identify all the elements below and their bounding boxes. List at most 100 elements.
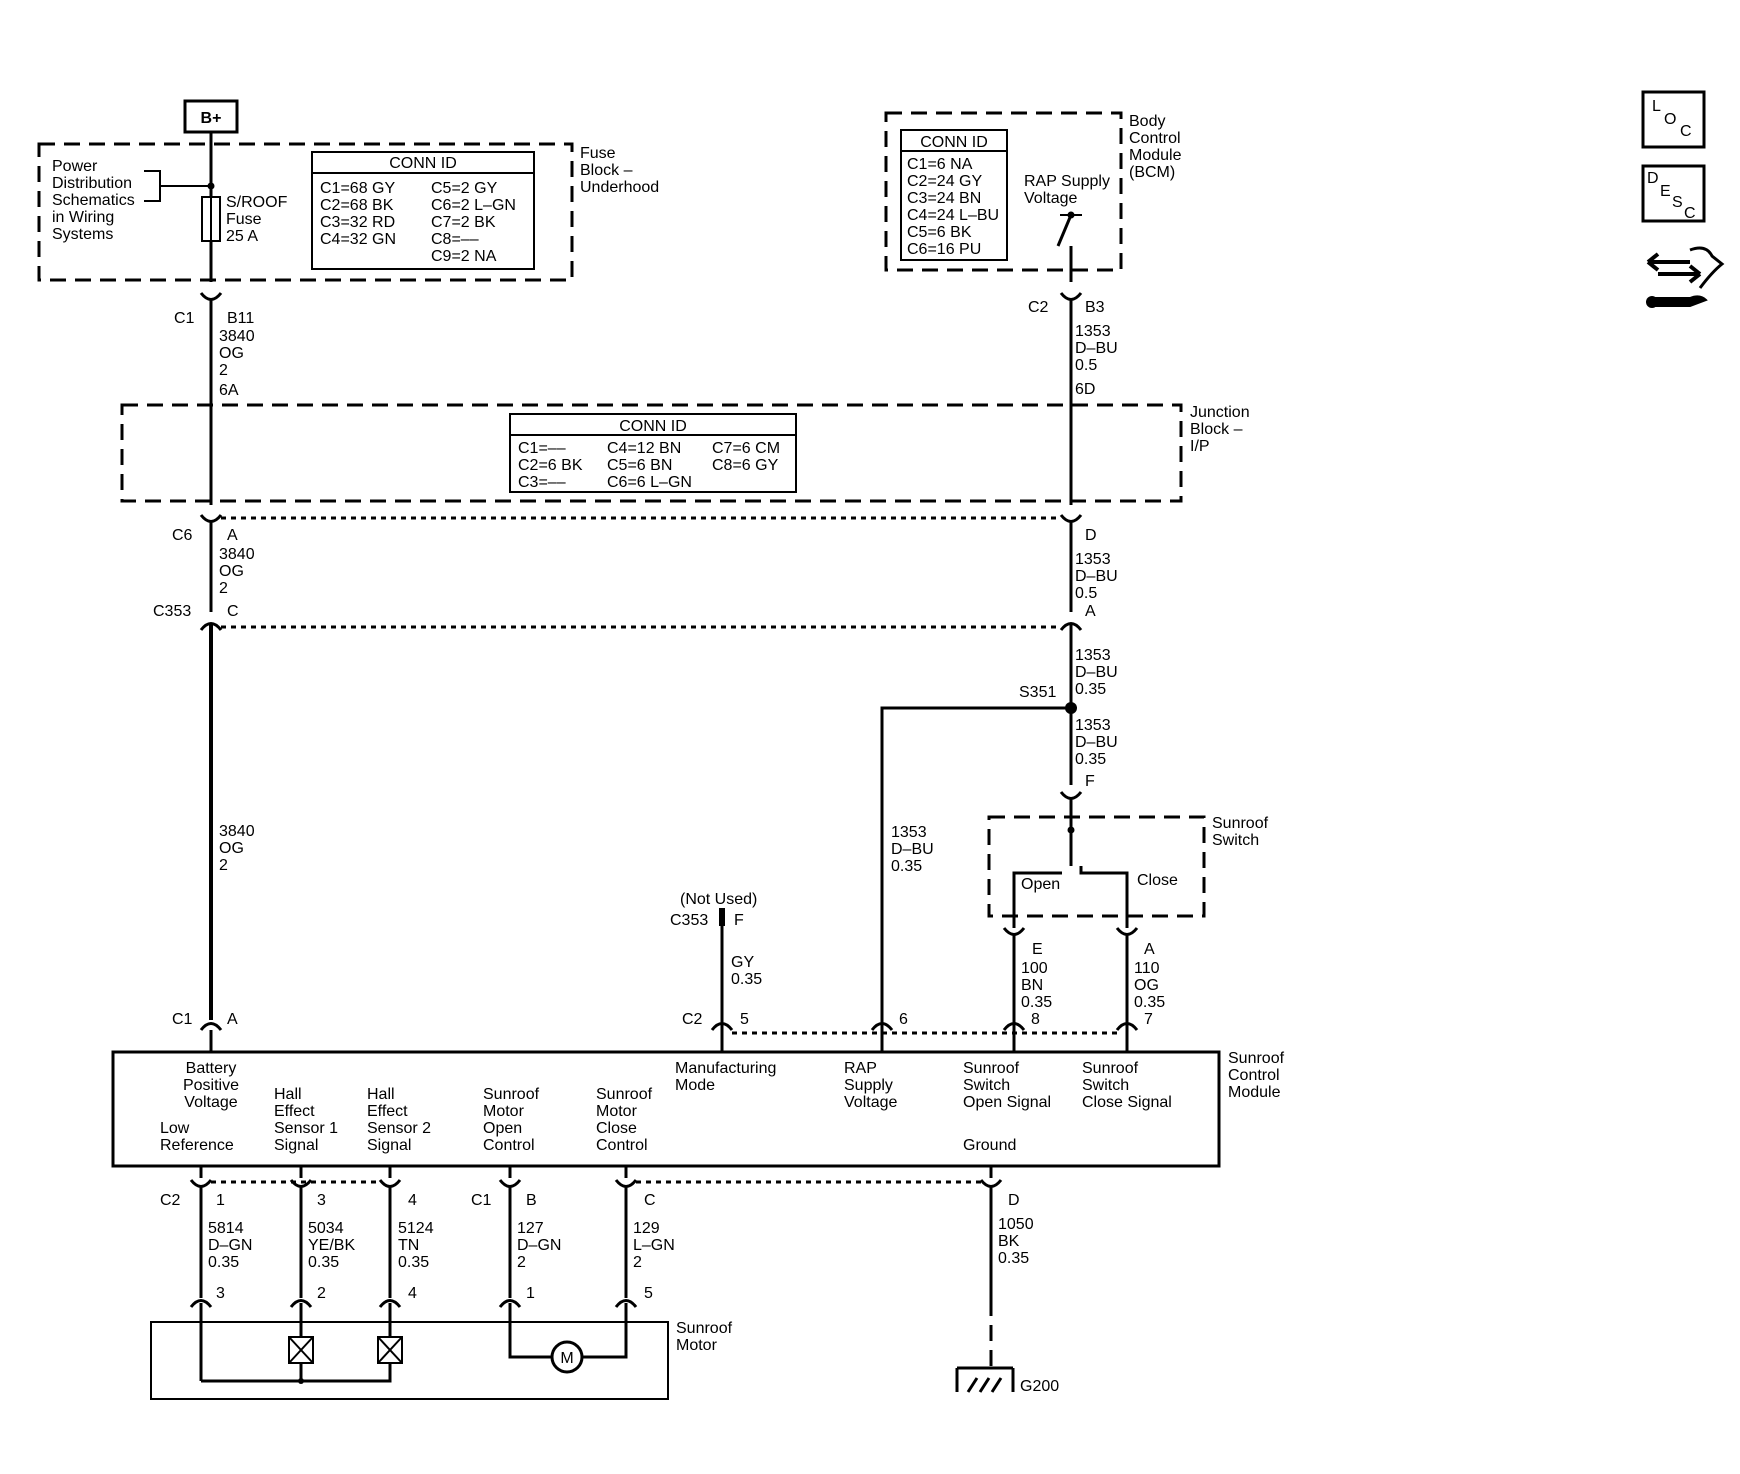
svg-text:E: E xyxy=(1660,183,1671,200)
fuse-label-3: 25 A xyxy=(226,228,258,245)
right-wire4-num: 1353 xyxy=(1075,717,1111,734)
module-bottom-pin-1: 1 xyxy=(216,1192,225,1209)
right-wire3-num: 1353 xyxy=(1075,647,1111,664)
fuse-conn-left-4: C4=32 GN xyxy=(320,231,396,248)
w5034-color: YE/BK xyxy=(308,1237,355,1254)
left-conn-c6: C6 xyxy=(172,527,193,544)
module-top-pin-7: 7 xyxy=(1144,1011,1153,1028)
fuse-conn-right-2: C6=2 L–GN xyxy=(431,197,516,214)
motor-pin-1: 1 xyxy=(526,1285,535,1302)
rap-voltage-3: Voltage xyxy=(844,1094,897,1111)
pds-text-2: Distribution xyxy=(52,175,132,192)
right-pin-f: F xyxy=(1085,773,1095,790)
module-bottom-pin-3: 3 xyxy=(317,1192,326,1209)
left-pin-a: A xyxy=(227,527,238,544)
left-pin-c: C xyxy=(227,603,239,620)
desc-icon[interactable]: D E S C xyxy=(1641,164,1706,223)
fuse-conn-id-title: CONN ID xyxy=(389,155,457,172)
svg-text:D: D xyxy=(1647,170,1659,187)
junction-block-name-1: Junction xyxy=(1190,404,1250,421)
w5124-num: 5124 xyxy=(398,1220,434,1237)
close-signal-1: Sunroof xyxy=(1082,1060,1139,1077)
pds-text-1: Power xyxy=(52,158,98,175)
fuse-block-conn-id-table: CONN ID C1=68 GY C2=68 BK C3=32 RD C4=32… xyxy=(311,151,535,270)
jb-conn-c4: C4=12 BN xyxy=(607,440,681,457)
switch-close-label: Close xyxy=(1137,872,1178,889)
bcm-conn-id-title: CONN ID xyxy=(920,134,988,151)
right-conn-c2: C2 xyxy=(1028,299,1049,316)
ground-label: G200 xyxy=(1020,1378,1059,1395)
hall2-1: Hall xyxy=(367,1086,395,1103)
not-used-wire-color: GY xyxy=(731,954,754,971)
not-used-pin: F xyxy=(734,912,744,929)
left-wire2-color: OG xyxy=(219,563,244,580)
open-signal-2: Switch xyxy=(963,1077,1010,1094)
svg-text:S: S xyxy=(1672,194,1683,211)
bcm-conn-5: C5=6 BK xyxy=(907,224,972,241)
mfg-mode-1: Manufacturing xyxy=(675,1060,776,1077)
close-signal-3: Close Signal xyxy=(1082,1094,1172,1111)
circuit-1353: C2 B3 1353 D–BU 0.5 6D D 1353 D–BU 0.5 A… xyxy=(880,292,1118,1030)
switch-name-1: Sunroof xyxy=(1212,815,1269,832)
not-used-conn: C353 xyxy=(670,912,708,929)
jb-conn-c1: C1=–– xyxy=(518,440,566,457)
wire-110-size: 0.35 xyxy=(1134,994,1165,1011)
fuse-conn-right-3: C7=2 BK xyxy=(431,214,496,231)
sunroof-control-module: C1 A C2 5 6 8 7 Sunroof Control Module B… xyxy=(111,1011,1285,1209)
w5034-num: 5034 xyxy=(308,1220,344,1237)
right-wire2-color: D–BU xyxy=(1075,568,1118,585)
sunroof-switch: Sunroof Switch Open Close E 100 BN 0.35 … xyxy=(987,791,1269,1030)
fuse-conn-right-5: C9=2 NA xyxy=(431,248,497,265)
module-bottom-c2: C2 xyxy=(160,1192,181,1209)
right-wire4-size: 0.35 xyxy=(1075,751,1106,768)
fuse-conn-left-2: C2=68 BK xyxy=(320,197,394,214)
motor-name-1: Sunroof xyxy=(676,1320,733,1337)
motor-close-2: Motor xyxy=(596,1103,638,1120)
splice-label: S351 xyxy=(1019,684,1056,701)
module-top-c2: C2 xyxy=(682,1011,703,1028)
open-signal-3: Open Signal xyxy=(963,1094,1051,1111)
body-control-module: Body Control Module (BCM) CONN ID C1=6 N… xyxy=(884,111,1182,272)
motor-pin-4: 4 xyxy=(408,1285,417,1302)
hall1-2: Effect xyxy=(274,1103,315,1120)
bcm-rap-label-1: RAP Supply xyxy=(1024,173,1110,190)
motor-open-4: Control xyxy=(483,1137,535,1154)
motor-m-label: M xyxy=(560,1350,573,1367)
w127-size: 2 xyxy=(517,1254,526,1271)
bcm-conn-2: C2=24 GY xyxy=(907,173,982,190)
right-pin-a: A xyxy=(1085,603,1096,620)
left-cavity-6a: 6A xyxy=(219,382,239,399)
close-signal-2: Switch xyxy=(1082,1077,1129,1094)
hall1-3: Sensor 1 xyxy=(274,1120,338,1137)
jb-conn-c5: C5=6 BN xyxy=(607,457,672,474)
circuit-3840: C1 B11 3840 OG 2 6A C6 A 3840 OG 2 C353 … xyxy=(153,292,255,1020)
right-wire2-num: 1353 xyxy=(1075,551,1111,568)
battery-terminal: B+ xyxy=(183,99,239,134)
fuse-block-underhood: Fuse Block – Underhood Power Distributio… xyxy=(37,142,659,282)
pds-text-4: in Wiring xyxy=(52,209,114,226)
connector-tool-icon[interactable] xyxy=(1646,246,1725,308)
ground-g200-icon: G200 xyxy=(955,1366,1059,1395)
bcm-conn-4: C4=24 L–BU xyxy=(907,207,999,224)
wire-100-size: 0.35 xyxy=(1021,994,1052,1011)
fuse-block-name-2: Block – xyxy=(580,162,633,179)
fuse-label-1: S/ROOF xyxy=(226,194,288,211)
left-wire1-num: 3840 xyxy=(219,328,255,345)
w5124-size: 0.35 xyxy=(398,1254,429,1271)
battery-label: B+ xyxy=(201,110,222,127)
fuse-label-2: Fuse xyxy=(226,211,262,228)
rap-wire-size: 0.35 xyxy=(891,858,922,875)
junction-block-ip: Junction Block – I/P CONN ID C1=–– C2=6 … xyxy=(120,403,1250,503)
svg-text:O: O xyxy=(1664,111,1676,128)
w129-size: 2 xyxy=(633,1254,642,1271)
module-bottom-pin-d: D xyxy=(1008,1192,1020,1209)
left-wire3-color: OG xyxy=(219,840,244,857)
left-pin-b11: B11 xyxy=(227,310,254,327)
w129-color: L–GN xyxy=(633,1237,675,1254)
right-wire1-color: D–BU xyxy=(1075,340,1118,357)
loc-icon[interactable]: L O C xyxy=(1641,90,1706,149)
motor-icon: M xyxy=(550,1340,584,1374)
fuse-block-name-3: Underhood xyxy=(580,179,659,196)
w5814-size: 0.35 xyxy=(208,1254,239,1271)
rap-voltage-2: Supply xyxy=(844,1077,893,1094)
